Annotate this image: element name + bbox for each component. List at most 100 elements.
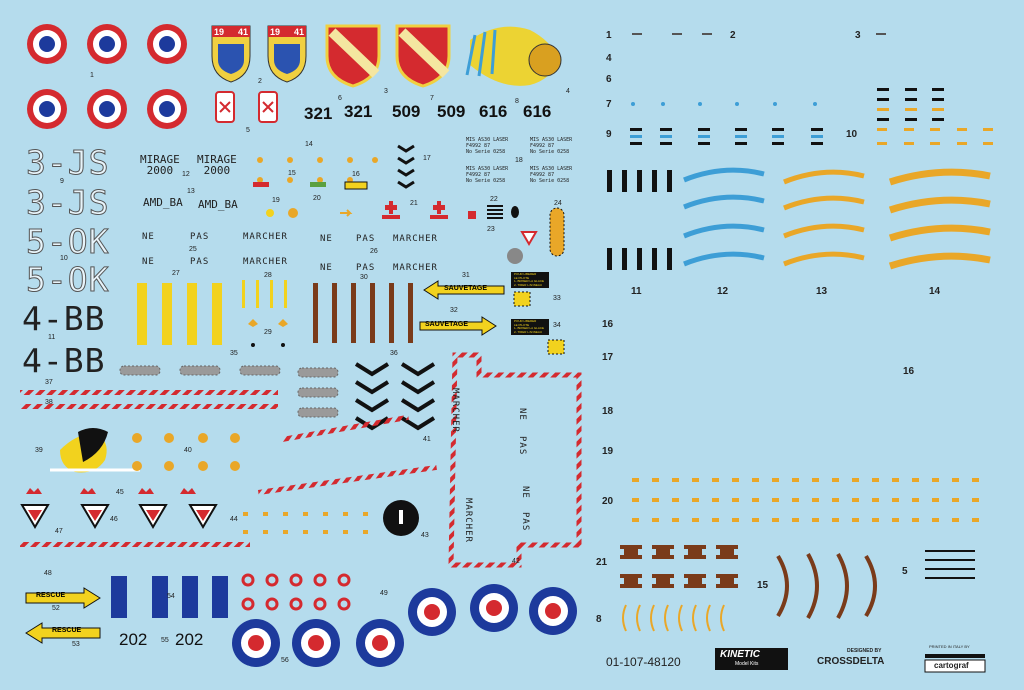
- reg-4bb: 4-BB: [22, 299, 106, 338]
- chevron-markings-36: [354, 362, 436, 431]
- item-number-27: 27: [172, 270, 180, 277]
- item-number-12: 12: [182, 171, 190, 178]
- item-number-45: 45: [116, 489, 124, 496]
- marks-29: [248, 319, 288, 347]
- ne-label-2: NE: [320, 234, 333, 244]
- red-crosses-21: [382, 201, 448, 219]
- item-number-9: 9: [60, 178, 64, 185]
- blue-bars-54: [111, 576, 228, 618]
- ne-vertical-1: NE: [517, 408, 527, 421]
- row-number-1: 1: [606, 30, 612, 41]
- item-number-30: 30: [360, 274, 368, 281]
- hatch-line-37: [20, 390, 278, 395]
- number-509-left: 509: [392, 102, 421, 121]
- item-number-29: 29: [264, 329, 272, 336]
- number-202-right: 202: [175, 630, 204, 649]
- number-321-left: 321: [304, 104, 333, 123]
- roundel-small-4: [27, 89, 67, 129]
- kinetic-logo-sub: Model Kits: [735, 661, 759, 667]
- roundel-small-2: [87, 24, 127, 64]
- cartograf-logo-text: cartograf: [934, 661, 969, 670]
- item-number-48: 48: [44, 570, 52, 577]
- black-lines-5: [925, 550, 975, 579]
- rescue-arrow-left: [25, 622, 101, 644]
- item-number-44: 44: [230, 516, 238, 523]
- roundel-large-1: [232, 619, 280, 667]
- yellow-walkway-bars-27: [137, 283, 222, 345]
- crest-red-bend-right: [395, 24, 451, 88]
- orange-thin-arcs-8: [622, 604, 725, 632]
- crest-red-bend-left: [325, 24, 381, 88]
- number-616-right: 616: [523, 102, 552, 121]
- kinetic-logo: [715, 648, 788, 670]
- indian-head-insignia: [465, 26, 562, 86]
- item-number-34: 34: [553, 322, 561, 329]
- item-number-15: 15: [288, 170, 296, 177]
- ejection-warning-left: [215, 91, 235, 123]
- cartograf-logo: [924, 654, 986, 673]
- small-markings-19-20: [253, 182, 353, 218]
- sauvetage-label-right: SAUVETAGE: [425, 321, 469, 328]
- designed-by: DESIGNED BY: [847, 648, 882, 654]
- blue-arcs-12: [683, 167, 765, 267]
- item-number-5: 5: [246, 127, 250, 134]
- stencil-rows-1-10: [631, 33, 944, 121]
- item-number-22: 22: [490, 196, 498, 203]
- brown-arcs-15: [776, 553, 877, 619]
- item-number-23: 23: [487, 226, 495, 233]
- item-number-49: 49: [380, 590, 388, 597]
- item-number-20: 20: [313, 195, 321, 202]
- crest-year-left-a: 19: [214, 27, 225, 37]
- item-number-8: 8: [515, 98, 519, 105]
- hatch-line-41: [282, 414, 409, 442]
- row-number-16: 16: [602, 319, 614, 330]
- roundel-small-5: [87, 89, 127, 129]
- item-number-26: 26: [370, 248, 378, 255]
- black-disc-43: [383, 500, 419, 536]
- stencil-stripes-9: [630, 128, 993, 145]
- marcher-label-3: MARCHER: [243, 257, 288, 267]
- orange-arcs-14: [888, 168, 991, 270]
- ne-label-3: NE: [142, 257, 155, 267]
- grey-panels-35: [119, 365, 339, 418]
- item-number-16: 16: [352, 171, 360, 178]
- item-number-36: 36: [390, 350, 398, 357]
- roundel-small-1: [27, 24, 67, 64]
- item-number-24: 24: [554, 200, 562, 207]
- number-509-right: 509: [437, 102, 466, 121]
- ejection-warning-right: [258, 91, 278, 123]
- row-number-5: 5: [902, 566, 908, 577]
- item-number-38: 38: [45, 399, 53, 406]
- pas-label-3: PAS: [190, 257, 210, 267]
- item-number-52: 52: [52, 605, 60, 612]
- orange-arcs-13: [783, 169, 865, 267]
- pas-label-4: PAS: [356, 263, 376, 273]
- small-emblems-40: [132, 433, 240, 471]
- amd-label-left: AMD_BA: [143, 196, 183, 209]
- sauvetage-arrow-left: [423, 280, 505, 300]
- brown-bowties-21: [620, 545, 738, 588]
- orange-dashes-20: [632, 478, 979, 522]
- crest-shield-left: [211, 25, 251, 83]
- row-number-11: 11: [631, 286, 642, 297]
- row-number-3: 3: [855, 30, 861, 41]
- item-number-39: 39: [35, 447, 43, 454]
- mini-roundels-49: [241, 573, 351, 611]
- item-number-14: 14: [305, 141, 313, 148]
- row-number-8: 8: [596, 614, 602, 625]
- crest-year-left-b: 41: [238, 27, 249, 37]
- row-number-4: 4: [606, 53, 612, 64]
- roundel-large-6: [529, 587, 577, 635]
- reg-3js-ghost-2: 3-JS: [25, 183, 110, 223]
- item-number-21: 21: [410, 200, 418, 207]
- roundel-large-4: [408, 588, 456, 636]
- item-number-31: 31: [462, 272, 470, 279]
- marcher-vertical-1: MARCHER: [450, 388, 460, 433]
- reg-5ok-ghost: 5-OK: [25, 222, 110, 262]
- item-number-1: 1: [90, 72, 94, 79]
